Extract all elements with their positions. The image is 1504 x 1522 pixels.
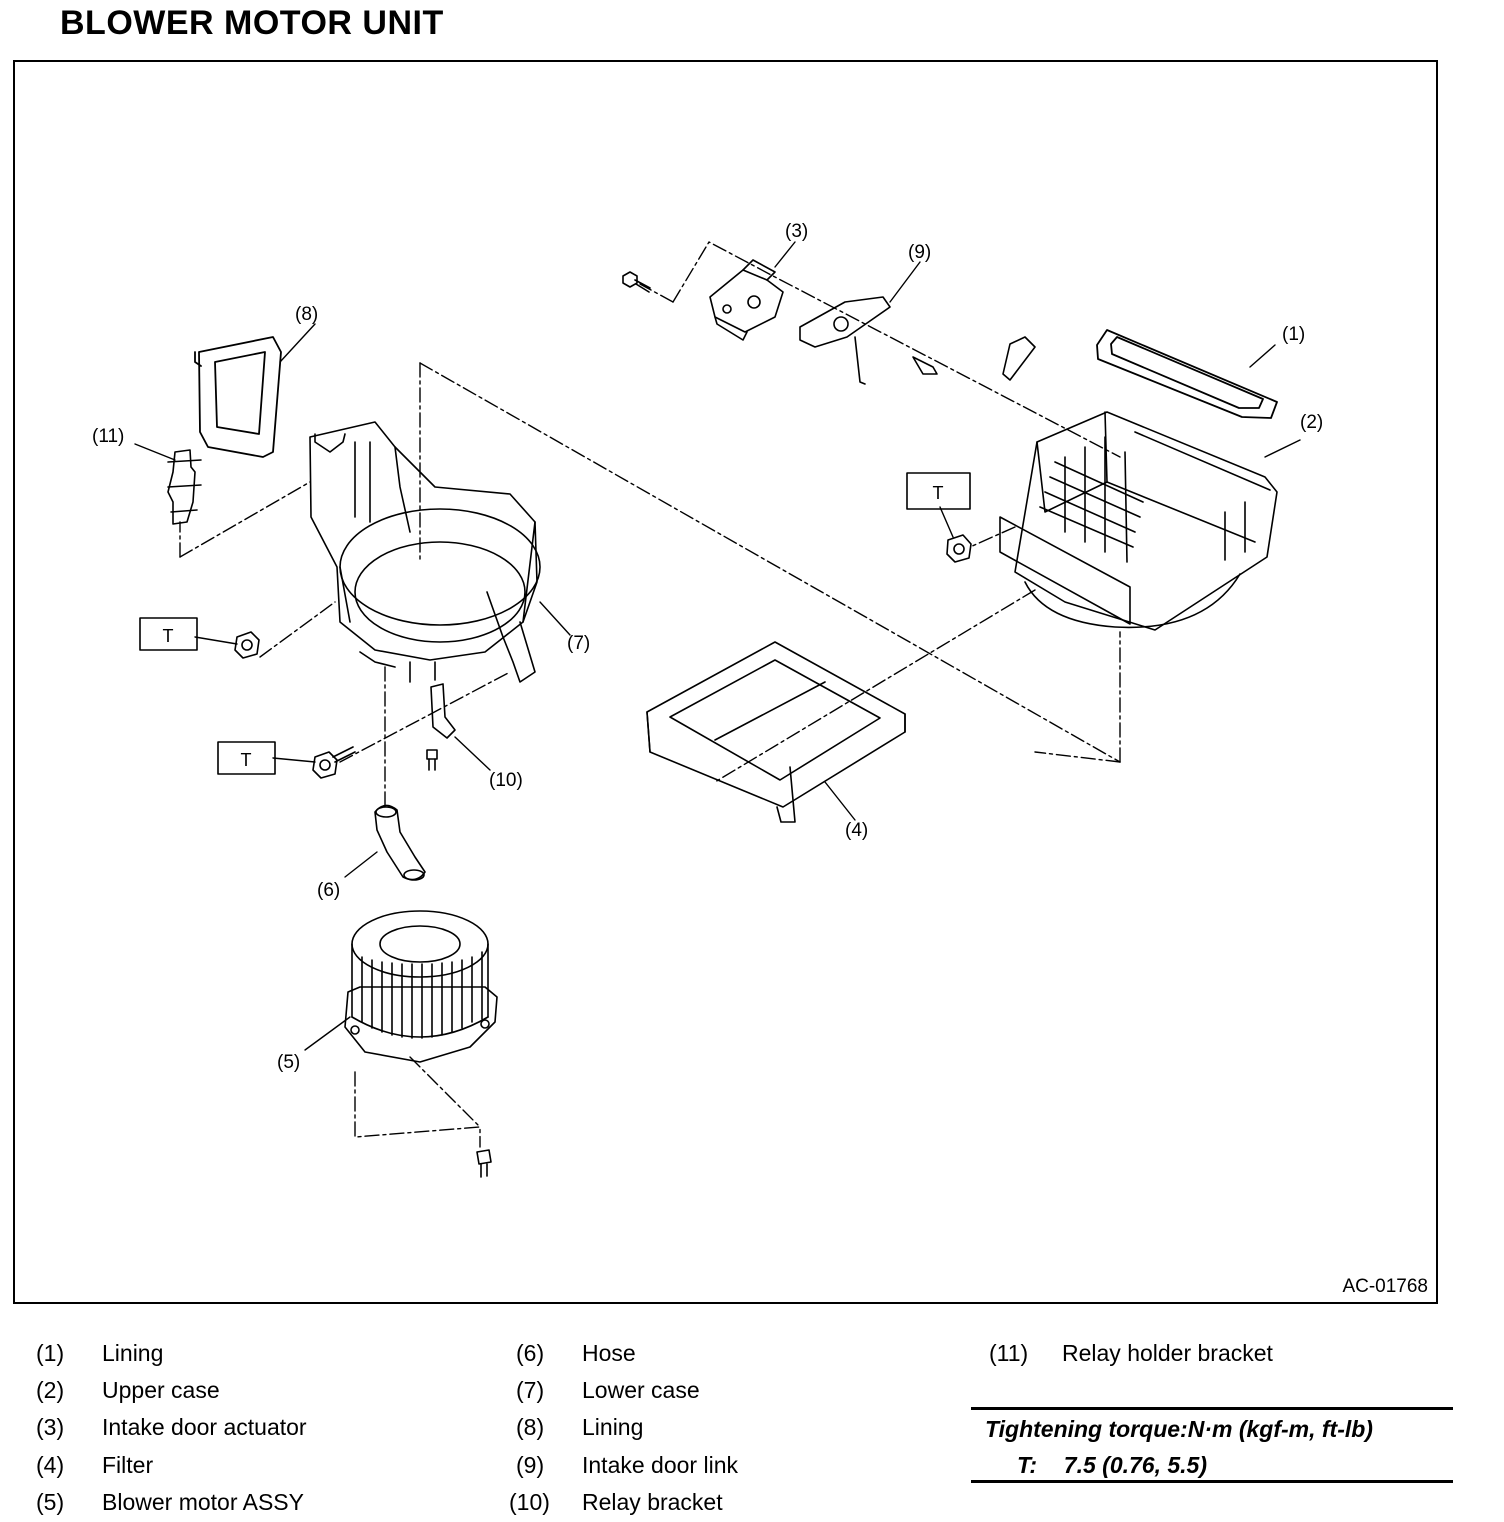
legend-item-6: (6) Hose	[516, 1340, 636, 1367]
legend-name: Intake door link	[582, 1452, 738, 1478]
legend-name: Filter	[102, 1452, 154, 1478]
part-relay-holder-bracket	[167, 449, 202, 525]
legend-number: (11)	[989, 1340, 1029, 1366]
torque-marker-box-bottom: T	[217, 741, 276, 775]
nut-upper-case	[946, 534, 972, 563]
torque-marker-box-right: T	[906, 472, 971, 510]
actuator-screw	[622, 271, 651, 293]
exploded-view-drawing: T T T (1) (2) (3) (4) (5) (6) (7) (8) (9…	[92, 221, 1323, 1178]
legend-item-3: (3) Intake door actuator	[36, 1414, 307, 1441]
figure-code: AC-01768	[1342, 1276, 1428, 1297]
torque-spec-value: 7.5 (0.76, 5.5)	[1063, 1452, 1207, 1478]
torque-marker-box-left: T	[139, 617, 198, 651]
legend-name: Blower motor ASSY	[102, 1489, 304, 1515]
legend-number: (9)	[516, 1452, 545, 1478]
legend-number: (4)	[36, 1452, 65, 1478]
part-lining-upper	[1096, 329, 1278, 419]
callout-4: (4)	[845, 820, 868, 841]
torque-spec-row: T: 7.5 (0.76, 5.5)	[1017, 1452, 1207, 1479]
callout-3: (3)	[785, 221, 808, 242]
legend-name: Upper case	[102, 1377, 220, 1403]
legend-name: Lining	[582, 1414, 644, 1440]
blower-motor-screw	[476, 1149, 492, 1178]
torque-marker-label-right: T	[933, 483, 944, 503]
callout-2: (2)	[1300, 412, 1323, 433]
legend-name: Hose	[582, 1340, 636, 1366]
part-blower-motor	[344, 910, 498, 1063]
part-intake-door-actuator	[709, 259, 784, 341]
legend-item-4: (4) Filter	[36, 1452, 153, 1479]
legend-item-7: (7) Lower case	[516, 1377, 700, 1404]
callout-5: (5)	[277, 1052, 300, 1073]
torque-spec-table: Tightening torque:N·m (kgf-m, ft-lb) T: …	[971, 1407, 1453, 1483]
legend-number: (5)	[36, 1489, 65, 1515]
legend-number: (7)	[516, 1377, 545, 1403]
legend-number: (2)	[36, 1377, 65, 1403]
callout-9: (9)	[908, 242, 931, 263]
assembly-guide-lines	[179, 241, 1121, 1148]
callout-7: (7)	[567, 633, 590, 654]
legend-item-2: (2) Upper case	[36, 1377, 220, 1404]
callout-6: (6)	[317, 880, 340, 901]
legend-name: Relay bracket	[582, 1489, 723, 1515]
torque-marker-label-left: T	[163, 626, 174, 646]
torque-spec-marker: T:	[1017, 1452, 1038, 1478]
bolt-lower-case	[312, 746, 356, 779]
part-upper-case	[999, 411, 1278, 631]
part-filter	[646, 641, 906, 823]
callout-11: (11)	[92, 426, 124, 447]
nut-lower-case	[234, 631, 260, 659]
legend-number: (3)	[36, 1414, 65, 1440]
legend-name: Intake door actuator	[102, 1414, 307, 1440]
page-title: BLOWER MOTOR UNIT	[60, 4, 444, 42]
torque-spec-heading: Tightening torque:N·m (kgf-m, ft-lb)	[985, 1416, 1373, 1442]
legend-item-10: (10) Relay bracket	[509, 1489, 723, 1516]
legend-number: (1)	[36, 1340, 65, 1366]
legend-item-8: (8) Lining	[516, 1414, 643, 1441]
part-intake-door-link	[799, 296, 1036, 385]
callout-10: (10)	[489, 770, 523, 791]
legend-name: Lining	[102, 1340, 164, 1366]
part-relay-bracket	[430, 683, 456, 739]
part-lower-case	[309, 421, 541, 683]
legend-item-9: (9) Intake door link	[516, 1452, 738, 1479]
exploded-view-figure: T T T (1) (2) (3) (4) (5) (6) (7) (8) (9…	[13, 60, 1438, 1304]
legend-item-11: (11) Relay holder bracket	[989, 1340, 1273, 1367]
legend-item-1: (1) Lining	[36, 1340, 163, 1367]
legend-item-5: (5) Blower motor ASSY	[36, 1489, 304, 1516]
leader-lines	[134, 241, 1301, 1051]
legend-number: (10)	[509, 1489, 550, 1515]
callout-1: (1)	[1282, 324, 1305, 345]
legend-name: Relay holder bracket	[1062, 1340, 1273, 1366]
part-hose	[374, 804, 426, 881]
legend-number: (6)	[516, 1340, 545, 1366]
relay-bracket-screw	[426, 749, 438, 771]
legend-name: Lower case	[582, 1377, 700, 1403]
torque-marker-label-bottom: T	[241, 750, 252, 770]
legend-number: (8)	[516, 1414, 545, 1440]
part-lining-left	[194, 336, 282, 458]
callout-8: (8)	[295, 304, 318, 325]
